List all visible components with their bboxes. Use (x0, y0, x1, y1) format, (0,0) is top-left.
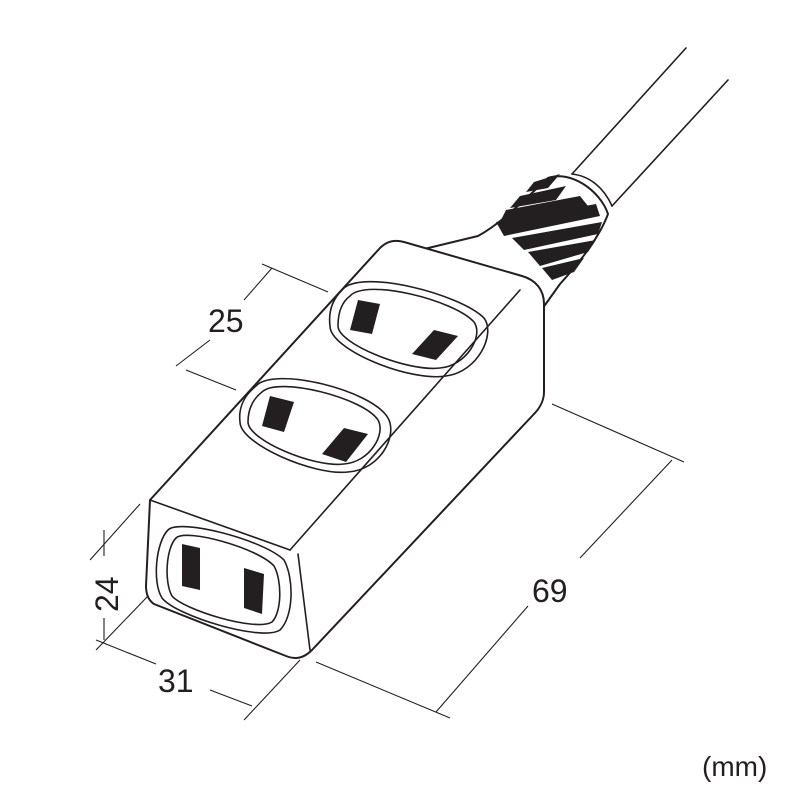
dimension-label-length: 69 (532, 573, 568, 609)
outlet-3 (155, 525, 292, 634)
dimension-label-outlet-pitch: 25 (208, 303, 244, 339)
dimension-label-height: 24 (89, 576, 125, 612)
power-cord (571, 47, 729, 207)
dimension-width: 31 (95, 639, 301, 721)
dimension-length: 69 (315, 403, 685, 719)
outlet-2 (238, 377, 392, 474)
dimension-outlet-pitch: 25 (175, 263, 329, 391)
outlet-1 (328, 281, 489, 378)
unit-label: (mm) (702, 751, 767, 782)
dimension-label-width: 31 (158, 663, 194, 699)
dimension-height: 24 (89, 503, 149, 651)
